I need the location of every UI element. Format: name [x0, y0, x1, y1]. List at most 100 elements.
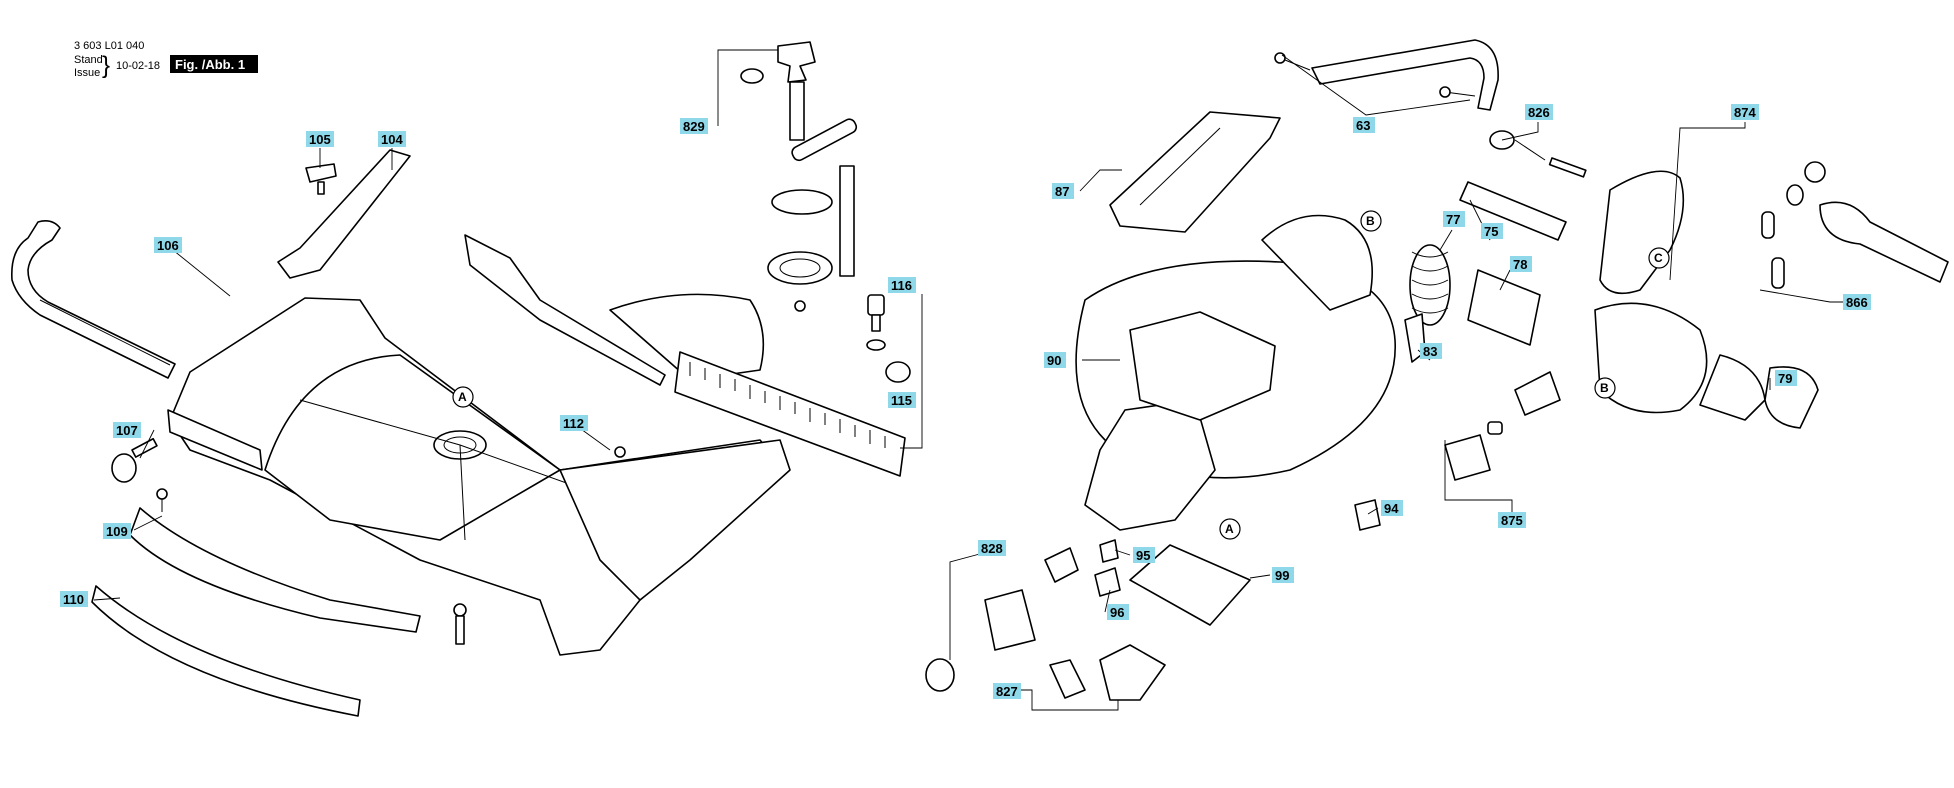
- label-63: 63: [1353, 117, 1375, 133]
- svg-text:99: 99: [1275, 568, 1289, 583]
- label-99: 99: [1272, 567, 1294, 583]
- reference-markers: A A B B C: [452, 210, 1670, 540]
- pin-874: [1761, 211, 1775, 239]
- svg-text:116: 116: [891, 278, 912, 293]
- svg-text:77: 77: [1446, 212, 1460, 227]
- label-115: 115: [888, 392, 916, 408]
- svg-text:107: 107: [116, 423, 138, 438]
- base-foot-left: [167, 409, 263, 471]
- svg-text:95: 95: [1136, 548, 1150, 563]
- base-right-wing: [559, 439, 791, 601]
- handle-rod-line: [39, 299, 171, 366]
- label-77: 77: [1443, 211, 1465, 227]
- label-827: 827: [993, 683, 1021, 699]
- svg-text:106: 106: [157, 238, 179, 253]
- label-90: 90: [1044, 352, 1066, 368]
- marker-c-text: C: [1654, 251, 1663, 265]
- lower-guard: [1594, 302, 1708, 414]
- svg-text:827: 827: [996, 684, 1018, 699]
- scale-ticks: [689, 362, 886, 448]
- svg-text:78: 78: [1513, 257, 1527, 272]
- drawing-header: 3 603 L01 040 Stand Issue } 10-02-18 Fig…: [74, 40, 258, 79]
- svg-text:875: 875: [1501, 513, 1523, 528]
- part-827: [1049, 644, 1166, 701]
- insert-110: [91, 585, 361, 717]
- svg-text:94: 94: [1384, 501, 1399, 516]
- nut-874: [1804, 161, 1826, 183]
- label-109: 109: [103, 523, 131, 539]
- label-94: 94: [1381, 500, 1403, 516]
- marker-a-left: [452, 386, 474, 408]
- handle-housing: [1599, 170, 1685, 295]
- svg-text:83: 83: [1423, 344, 1437, 359]
- extension-87: [1109, 111, 1281, 233]
- motor-housing-recess: [1129, 311, 1276, 421]
- bushing-78: [1467, 269, 1541, 346]
- label-866: 866: [1843, 294, 1871, 310]
- marker-a-right: [1219, 518, 1241, 540]
- doc-number: 3 603 L01 040: [74, 40, 144, 52]
- bracket-63: [1311, 39, 1499, 111]
- part-labels: 105 104 106 107 109 110 112 829 116 115 …: [60, 104, 1871, 699]
- label-78: 78: [1510, 256, 1532, 272]
- leader-lines: [93, 49, 1843, 711]
- turntable: [264, 354, 561, 541]
- issue-label: Issue: [74, 67, 100, 79]
- svg-text:109: 109: [106, 524, 128, 539]
- svg-text:96: 96: [1110, 605, 1124, 620]
- label-112: 112: [560, 415, 588, 431]
- screw-base-bottom: [453, 603, 467, 645]
- svg-text:79: 79: [1778, 371, 1792, 386]
- svg-text:115: 115: [891, 393, 912, 408]
- label-107: 107: [113, 422, 141, 438]
- blade-guard-disc: [609, 293, 765, 381]
- svg-text:75: 75: [1484, 224, 1498, 239]
- parts-826: [1489, 130, 1587, 178]
- label-96: 96: [1107, 604, 1129, 620]
- bolt-116: [866, 294, 886, 351]
- label-79: 79: [1775, 370, 1797, 386]
- header-brace: }: [102, 52, 110, 79]
- label-105: 105: [306, 131, 334, 147]
- svg-text:105: 105: [309, 132, 331, 147]
- handle-866: [1819, 201, 1949, 283]
- label-826: 826: [1525, 104, 1553, 120]
- screw-63-b: [1439, 86, 1476, 98]
- svg-text:874: 874: [1734, 105, 1756, 120]
- saw-head-assembly: [925, 39, 1949, 701]
- plate-99: [1129, 544, 1251, 626]
- screw-63-a: [1274, 52, 1311, 71]
- handle-828: [925, 547, 1079, 692]
- knob-115: [885, 361, 911, 383]
- label-106: 106: [154, 237, 182, 253]
- washer-874: [1786, 184, 1804, 206]
- miter-base-assembly: [11, 41, 911, 717]
- stand-label: Stand: [74, 54, 103, 66]
- extension-rail: [1139, 127, 1221, 206]
- shaft-75: [1459, 181, 1567, 241]
- issue-date: 10-02-18: [116, 60, 160, 72]
- label-95: 95: [1133, 547, 1155, 563]
- label-75: 75: [1481, 223, 1503, 239]
- svg-text:104: 104: [381, 132, 403, 147]
- part-95: [1099, 539, 1119, 563]
- label-829: 829: [680, 118, 708, 134]
- figure-label-box: [170, 55, 258, 73]
- miter-scale: [674, 351, 906, 477]
- svg-text:829: 829: [683, 119, 705, 134]
- screw-112: [614, 446, 626, 458]
- part-875: [1444, 421, 1503, 481]
- fence: [464, 234, 666, 386]
- part-96: [1094, 567, 1121, 597]
- guard-cover-b: [1261, 214, 1373, 311]
- label-828: 828: [978, 540, 1006, 556]
- marker-b-top: [1360, 210, 1382, 232]
- turntable-rib-2: [459, 444, 466, 541]
- marker-c: [1648, 247, 1670, 269]
- label-83: 83: [1420, 343, 1442, 359]
- label-116: 116: [888, 277, 916, 293]
- svg-text:110: 110: [63, 592, 84, 607]
- figure-label: Fig. /Abb. 1: [175, 57, 245, 72]
